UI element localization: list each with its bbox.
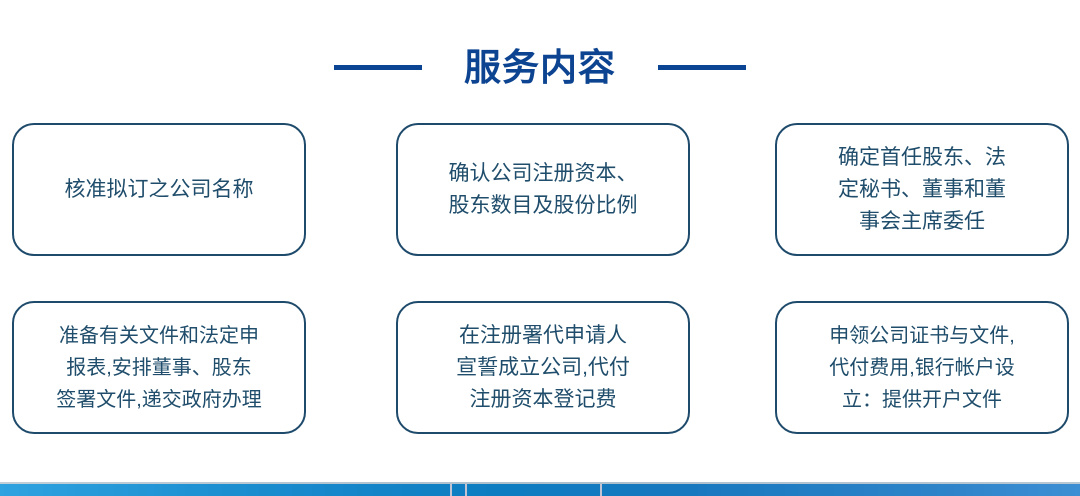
page-title: 服务内容 bbox=[464, 46, 616, 88]
page-header: 服务内容 bbox=[0, 0, 1080, 112]
service-card-appoint-officers[interactable]: 确定首任股东、法 定秘书、董事和董 事会主席委任 bbox=[775, 123, 1069, 256]
service-card-text: 确定首任股东、法 定秘书、董事和董 事会主席委任 bbox=[838, 145, 1006, 233]
bottom-bar-divider bbox=[465, 484, 467, 496]
bottom-bar-highlight-edge bbox=[0, 482, 1080, 484]
service-card-declaration-registry[interactable]: 在注册署代申请人 宣誓成立公司,代付 注册资本登记费 bbox=[396, 301, 690, 434]
service-card-text: 申领公司证书与文件, 代付费用,银行帐户设 立：提供开户文件 bbox=[829, 324, 1015, 411]
service-card-obtain-certificates[interactable]: 申领公司证书与文件, 代付费用,银行帐户设 立：提供开户文件 bbox=[775, 301, 1069, 434]
title-rule-right-decoration bbox=[658, 64, 746, 70]
service-card-prepare-documents[interactable]: 准备有关文件和法定申 报表,安排董事、股东 签署文件,递交政府办理 bbox=[12, 301, 306, 434]
service-card-text: 在注册署代申请人 宣誓成立公司,代付 注册资本登记费 bbox=[456, 323, 630, 411]
service-card-row-2: 准备有关文件和法定申 报表,安排董事、股东 签署文件,递交政府办理 在注册署代申… bbox=[12, 301, 1070, 434]
bottom-bar-divider bbox=[450, 484, 452, 496]
bottom-bar-divider bbox=[600, 484, 602, 496]
header-title-group: 服务内容 bbox=[334, 49, 746, 86]
bottom-accent-bar bbox=[0, 484, 1080, 496]
title-rule-left-decoration bbox=[334, 64, 422, 70]
service-card-text: 准备有关文件和法定申 报表,安排董事、股东 签署文件,递交政府办理 bbox=[56, 324, 262, 411]
service-card-grid: 核准拟订之公司名称 确认公司注册资本、 股东数目及股份比例 确定首任股东、法 定… bbox=[12, 123, 1070, 434]
service-card-approve-company-name[interactable]: 核准拟订之公司名称 bbox=[12, 123, 306, 256]
service-card-text: 确认公司注册资本、 股东数目及股份比例 bbox=[448, 161, 638, 217]
service-card-row-1: 核准拟订之公司名称 确认公司注册资本、 股东数目及股份比例 确定首任股东、法 定… bbox=[12, 123, 1070, 256]
service-card-text: 核准拟订之公司名称 bbox=[64, 177, 254, 201]
service-card-confirm-capital-shareholders[interactable]: 确认公司注册资本、 股东数目及股份比例 bbox=[396, 123, 690, 256]
